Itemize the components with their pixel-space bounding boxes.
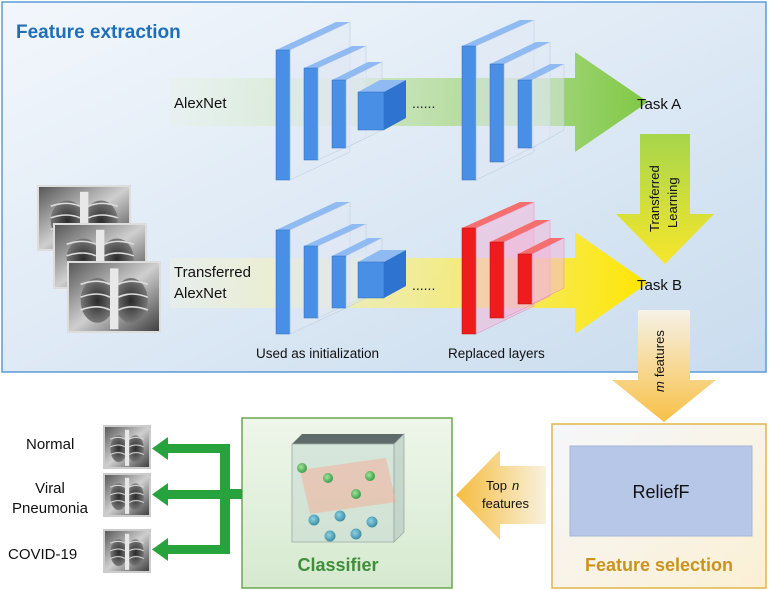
m-features-label: m features — [652, 330, 667, 392]
m-var: m — [652, 381, 667, 392]
classifier-title: Classifier — [297, 555, 378, 575]
output-covid-label: COVID-19 — [8, 546, 77, 563]
replaced-caption: Replaced layers — [448, 346, 545, 361]
classifier-cube — [291, 433, 405, 543]
relieff-box — [569, 445, 753, 537]
feature-selection-title: Feature selection — [585, 555, 733, 575]
transferred-label-line2: AlexNet — [174, 285, 227, 302]
output-connector — [152, 437, 242, 561]
transferred-alexnet-layers — [275, 201, 406, 335]
transfer-learning-arrow — [616, 134, 714, 264]
feature-extraction-title: Feature extraction — [16, 22, 181, 43]
n-var: n — [512, 478, 519, 493]
task-a-layers — [461, 19, 565, 181]
m-features-arrow — [612, 310, 716, 422]
output-viral-line2: Pneumonia — [12, 500, 89, 517]
output-xray-viral — [103, 473, 151, 517]
transferred-label-line1: Transferred — [174, 264, 251, 281]
output-normal-label: Normal — [26, 436, 74, 453]
relieff-label: ReliefF — [632, 482, 689, 502]
top-dots: ...... — [412, 95, 435, 111]
alexnet-layers — [275, 21, 406, 181]
bottom-dots: ...... — [412, 277, 435, 293]
top-n-line2: features — [482, 496, 529, 511]
transfer-label-line2: Learning — [665, 177, 680, 228]
output-xray-covid — [103, 529, 151, 573]
task-b-label: Task B — [637, 277, 682, 294]
transfer-label-line1: Transferred — [647, 165, 662, 232]
output-viral-line1: Viral — [35, 480, 65, 497]
top-n-features-arrow — [456, 450, 546, 540]
init-caption: Used as initialization — [256, 346, 379, 361]
output-xray-normal — [103, 425, 151, 469]
transferred-flow-arrow — [170, 232, 648, 334]
replaced-layers — [461, 201, 565, 335]
task-a-label: Task A — [637, 96, 681, 113]
alexnet-flow-arrow — [170, 52, 648, 152]
top-prefix: Top — [486, 478, 507, 493]
alexnet-label: AlexNet — [174, 95, 227, 112]
m-word: features — [652, 330, 667, 377]
xray-input-stack — [36, 184, 162, 334]
